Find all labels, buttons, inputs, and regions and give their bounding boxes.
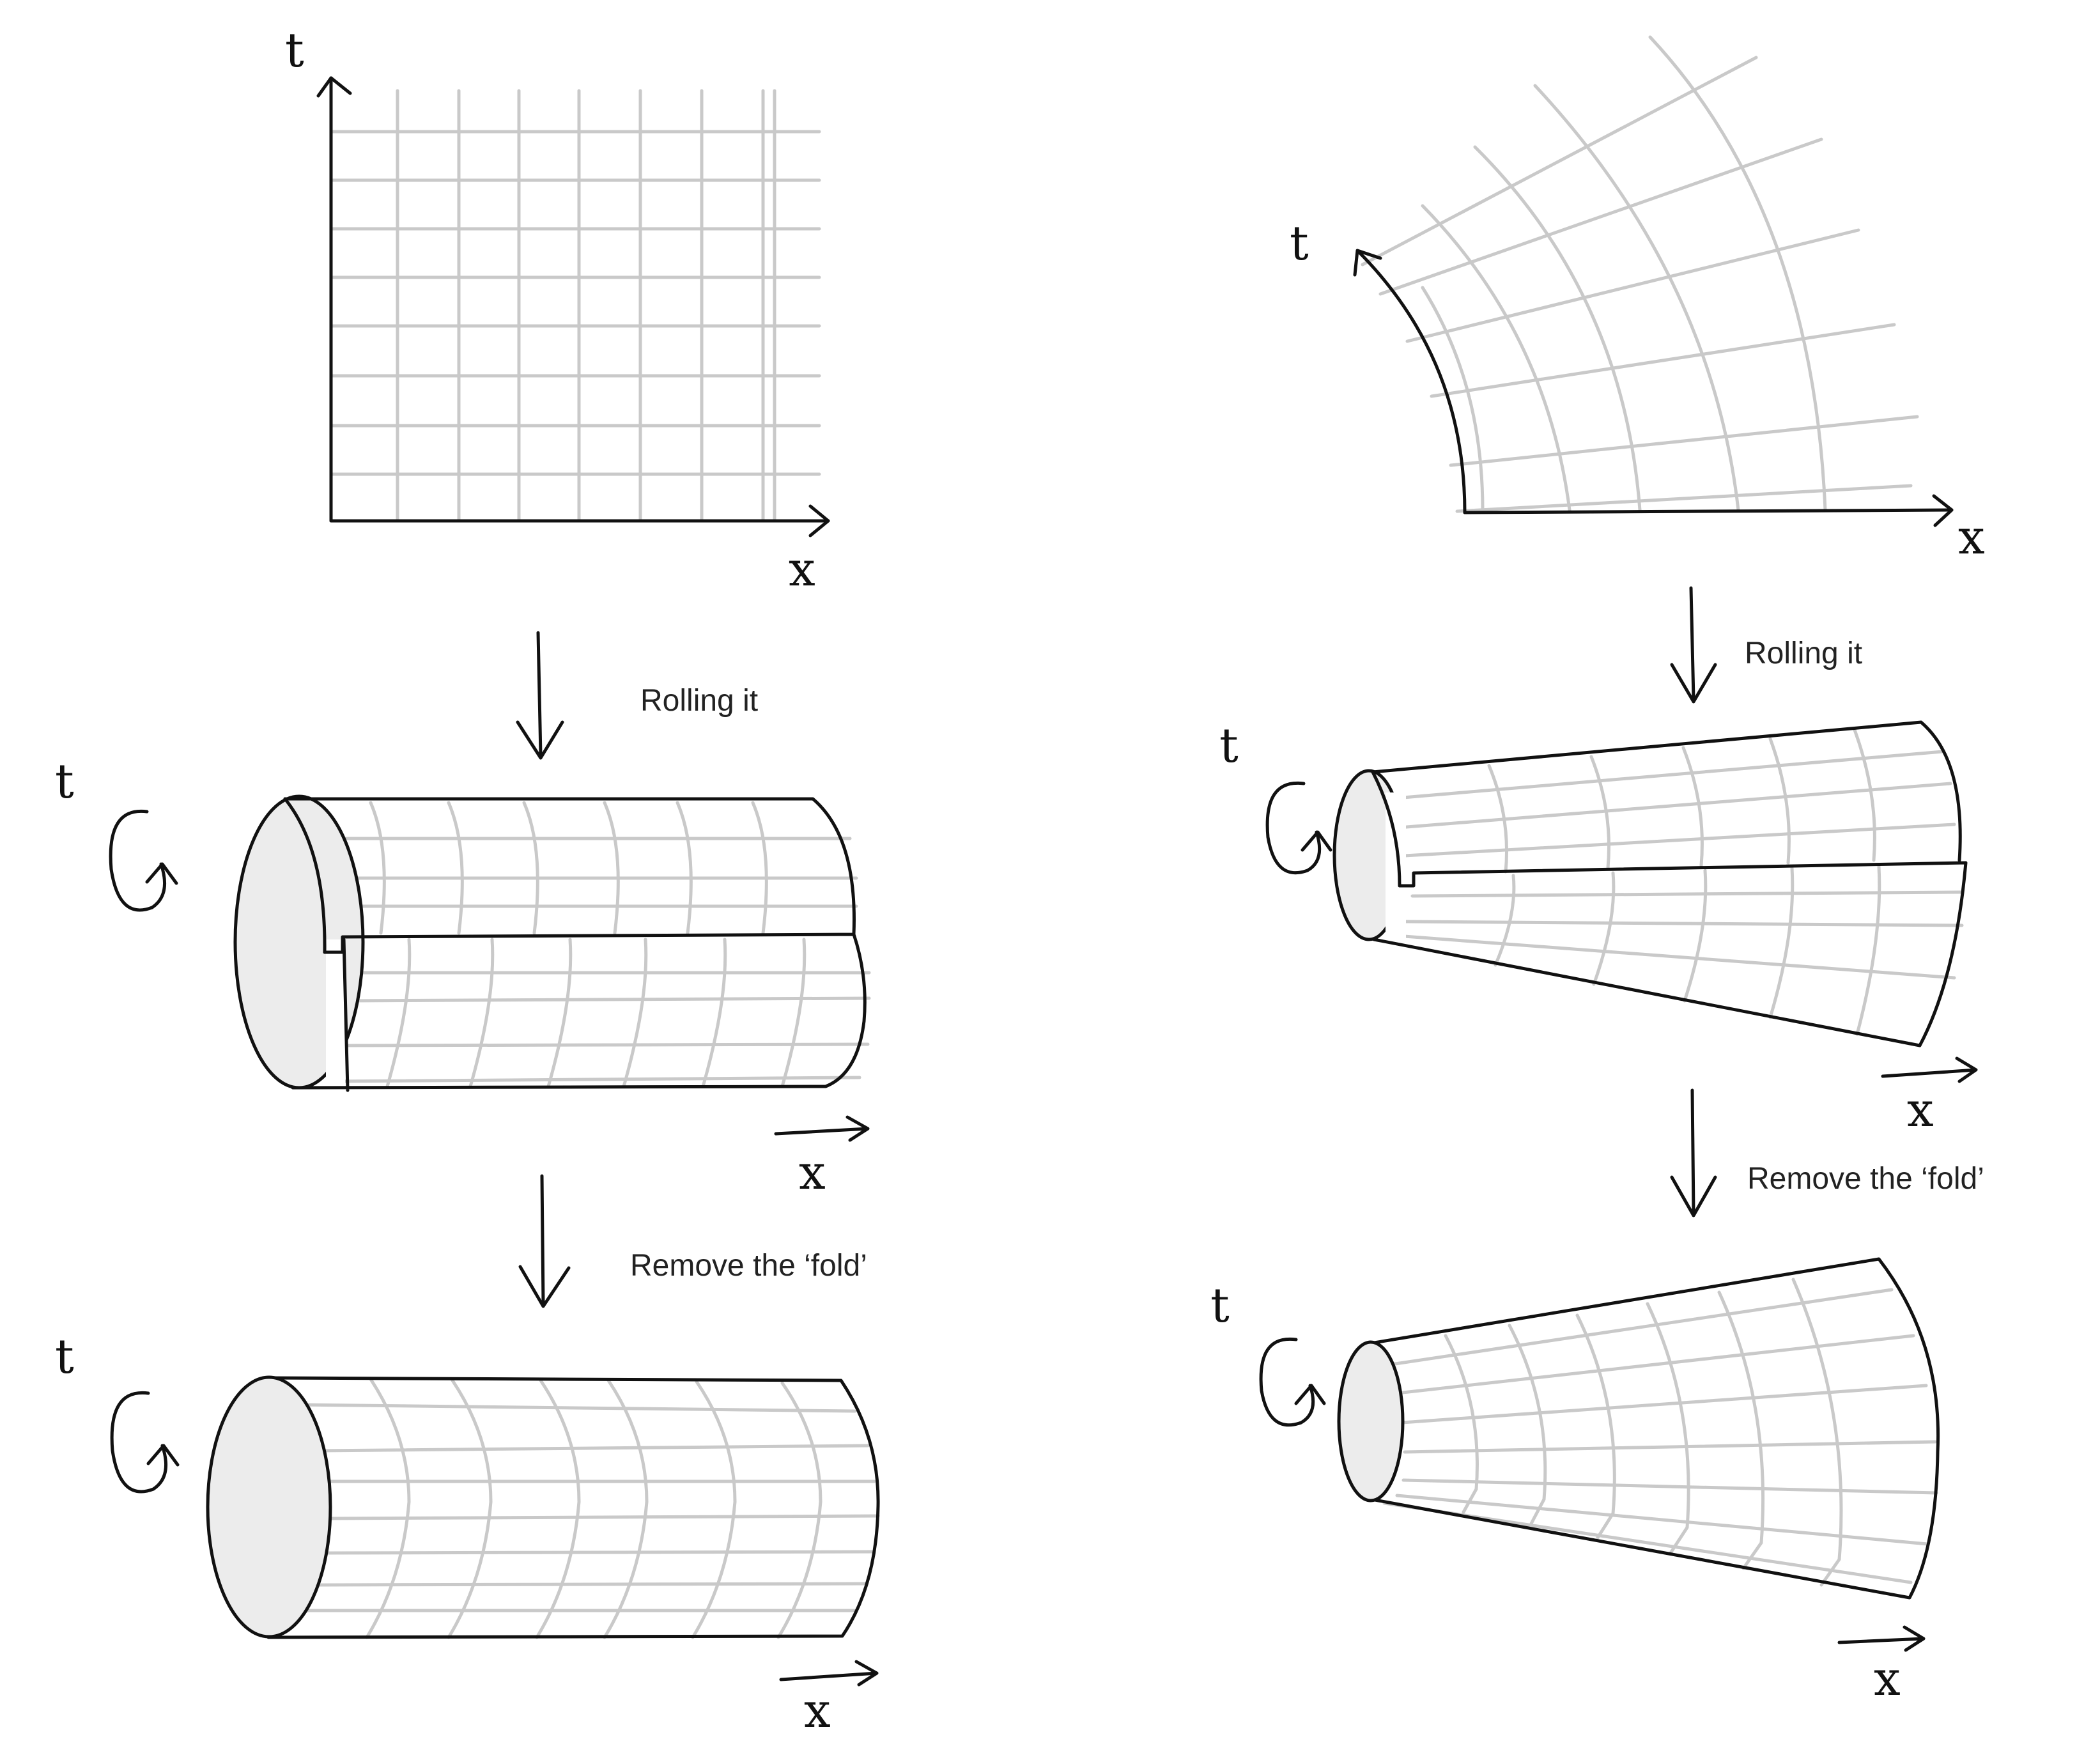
t-axis-label: t <box>55 754 74 809</box>
x-direction-arrow-icon <box>774 1115 870 1142</box>
folded-cone-panel: t x <box>1219 718 1978 1138</box>
x-axis-arrowhead-icon <box>1932 494 1954 527</box>
t-axis-label: t <box>55 1329 74 1384</box>
rotation-arrow-icon <box>110 1391 180 1494</box>
rotation-arrow-icon <box>1265 781 1332 875</box>
folded-cylinder-grid <box>315 801 871 1088</box>
t-axis-label: t <box>1219 718 1239 773</box>
rolling-step-right: Rolling it <box>1670 586 1862 704</box>
t-axis-label: t <box>1210 1278 1230 1333</box>
flat-grid-lines <box>329 89 821 521</box>
folded-cylinder-panel: t x <box>55 754 871 1200</box>
x-direction-arrow-icon <box>1837 1625 1926 1652</box>
t-axis-label: t <box>1290 216 1309 271</box>
cone-panel: t x <box>1210 1257 1940 1706</box>
rotation-arrow-icon <box>1259 1337 1326 1427</box>
down-arrow-icon <box>518 1174 571 1308</box>
remove-fold-caption: Remove the ‘fold’ <box>630 1249 867 1283</box>
cone-end-cap <box>1337 1340 1405 1503</box>
folded-cone-grid <box>1386 728 1964 1036</box>
cone-outline <box>1368 1257 1940 1600</box>
x-axis-label: x <box>1907 1083 1934 1138</box>
t-axis-arrowhead-icon <box>316 76 352 98</box>
curved-grid-panel: t x <box>1290 35 1985 565</box>
rolling-step: Rolling it <box>516 631 758 760</box>
folded-cone-outline <box>1371 720 1968 1047</box>
cylinder-panel: t x <box>55 1329 880 1738</box>
remove-fold-caption: Remove the ‘fold’ <box>1747 1162 1984 1196</box>
down-arrow-icon <box>1670 1088 1717 1217</box>
rolling-caption: Rolling it <box>640 684 758 718</box>
x-axis-label: x <box>1874 1651 1901 1706</box>
rotation-arrow-icon <box>109 809 178 912</box>
x-axis-label: x <box>789 542 815 597</box>
down-arrow-icon <box>1670 586 1717 704</box>
curved-grid-lines <box>1361 35 1919 513</box>
cone-grid <box>1382 1278 1938 1587</box>
x-direction-arrow-icon <box>1881 1056 1978 1083</box>
flat-grid-panel: t x <box>285 23 830 597</box>
rolling-caption: Rolling it <box>1745 637 1862 670</box>
remove-fold-step-right: Remove the ‘fold’ <box>1670 1088 1984 1217</box>
x-axis-label: x <box>804 1683 831 1738</box>
x-axis-label: x <box>799 1145 826 1200</box>
x-axis-label: x <box>1958 510 1985 565</box>
cylinder-end-cap <box>206 1375 332 1639</box>
cylinder-grid <box>298 1377 880 1639</box>
x-axis <box>1463 508 1954 514</box>
down-arrow-icon <box>516 631 564 760</box>
x-direction-arrow-icon <box>779 1660 879 1687</box>
remove-fold-step-left: Remove the ‘fold’ <box>518 1174 867 1308</box>
t-axis-label: t <box>285 23 304 78</box>
cylinder-outline <box>266 1376 880 1639</box>
t-axis-arrowhead-icon <box>1353 249 1382 277</box>
t-axis-curved <box>1355 249 1467 514</box>
folded-cylinder-outline <box>283 797 867 1092</box>
x-axis-arrowhead-icon <box>808 504 830 537</box>
